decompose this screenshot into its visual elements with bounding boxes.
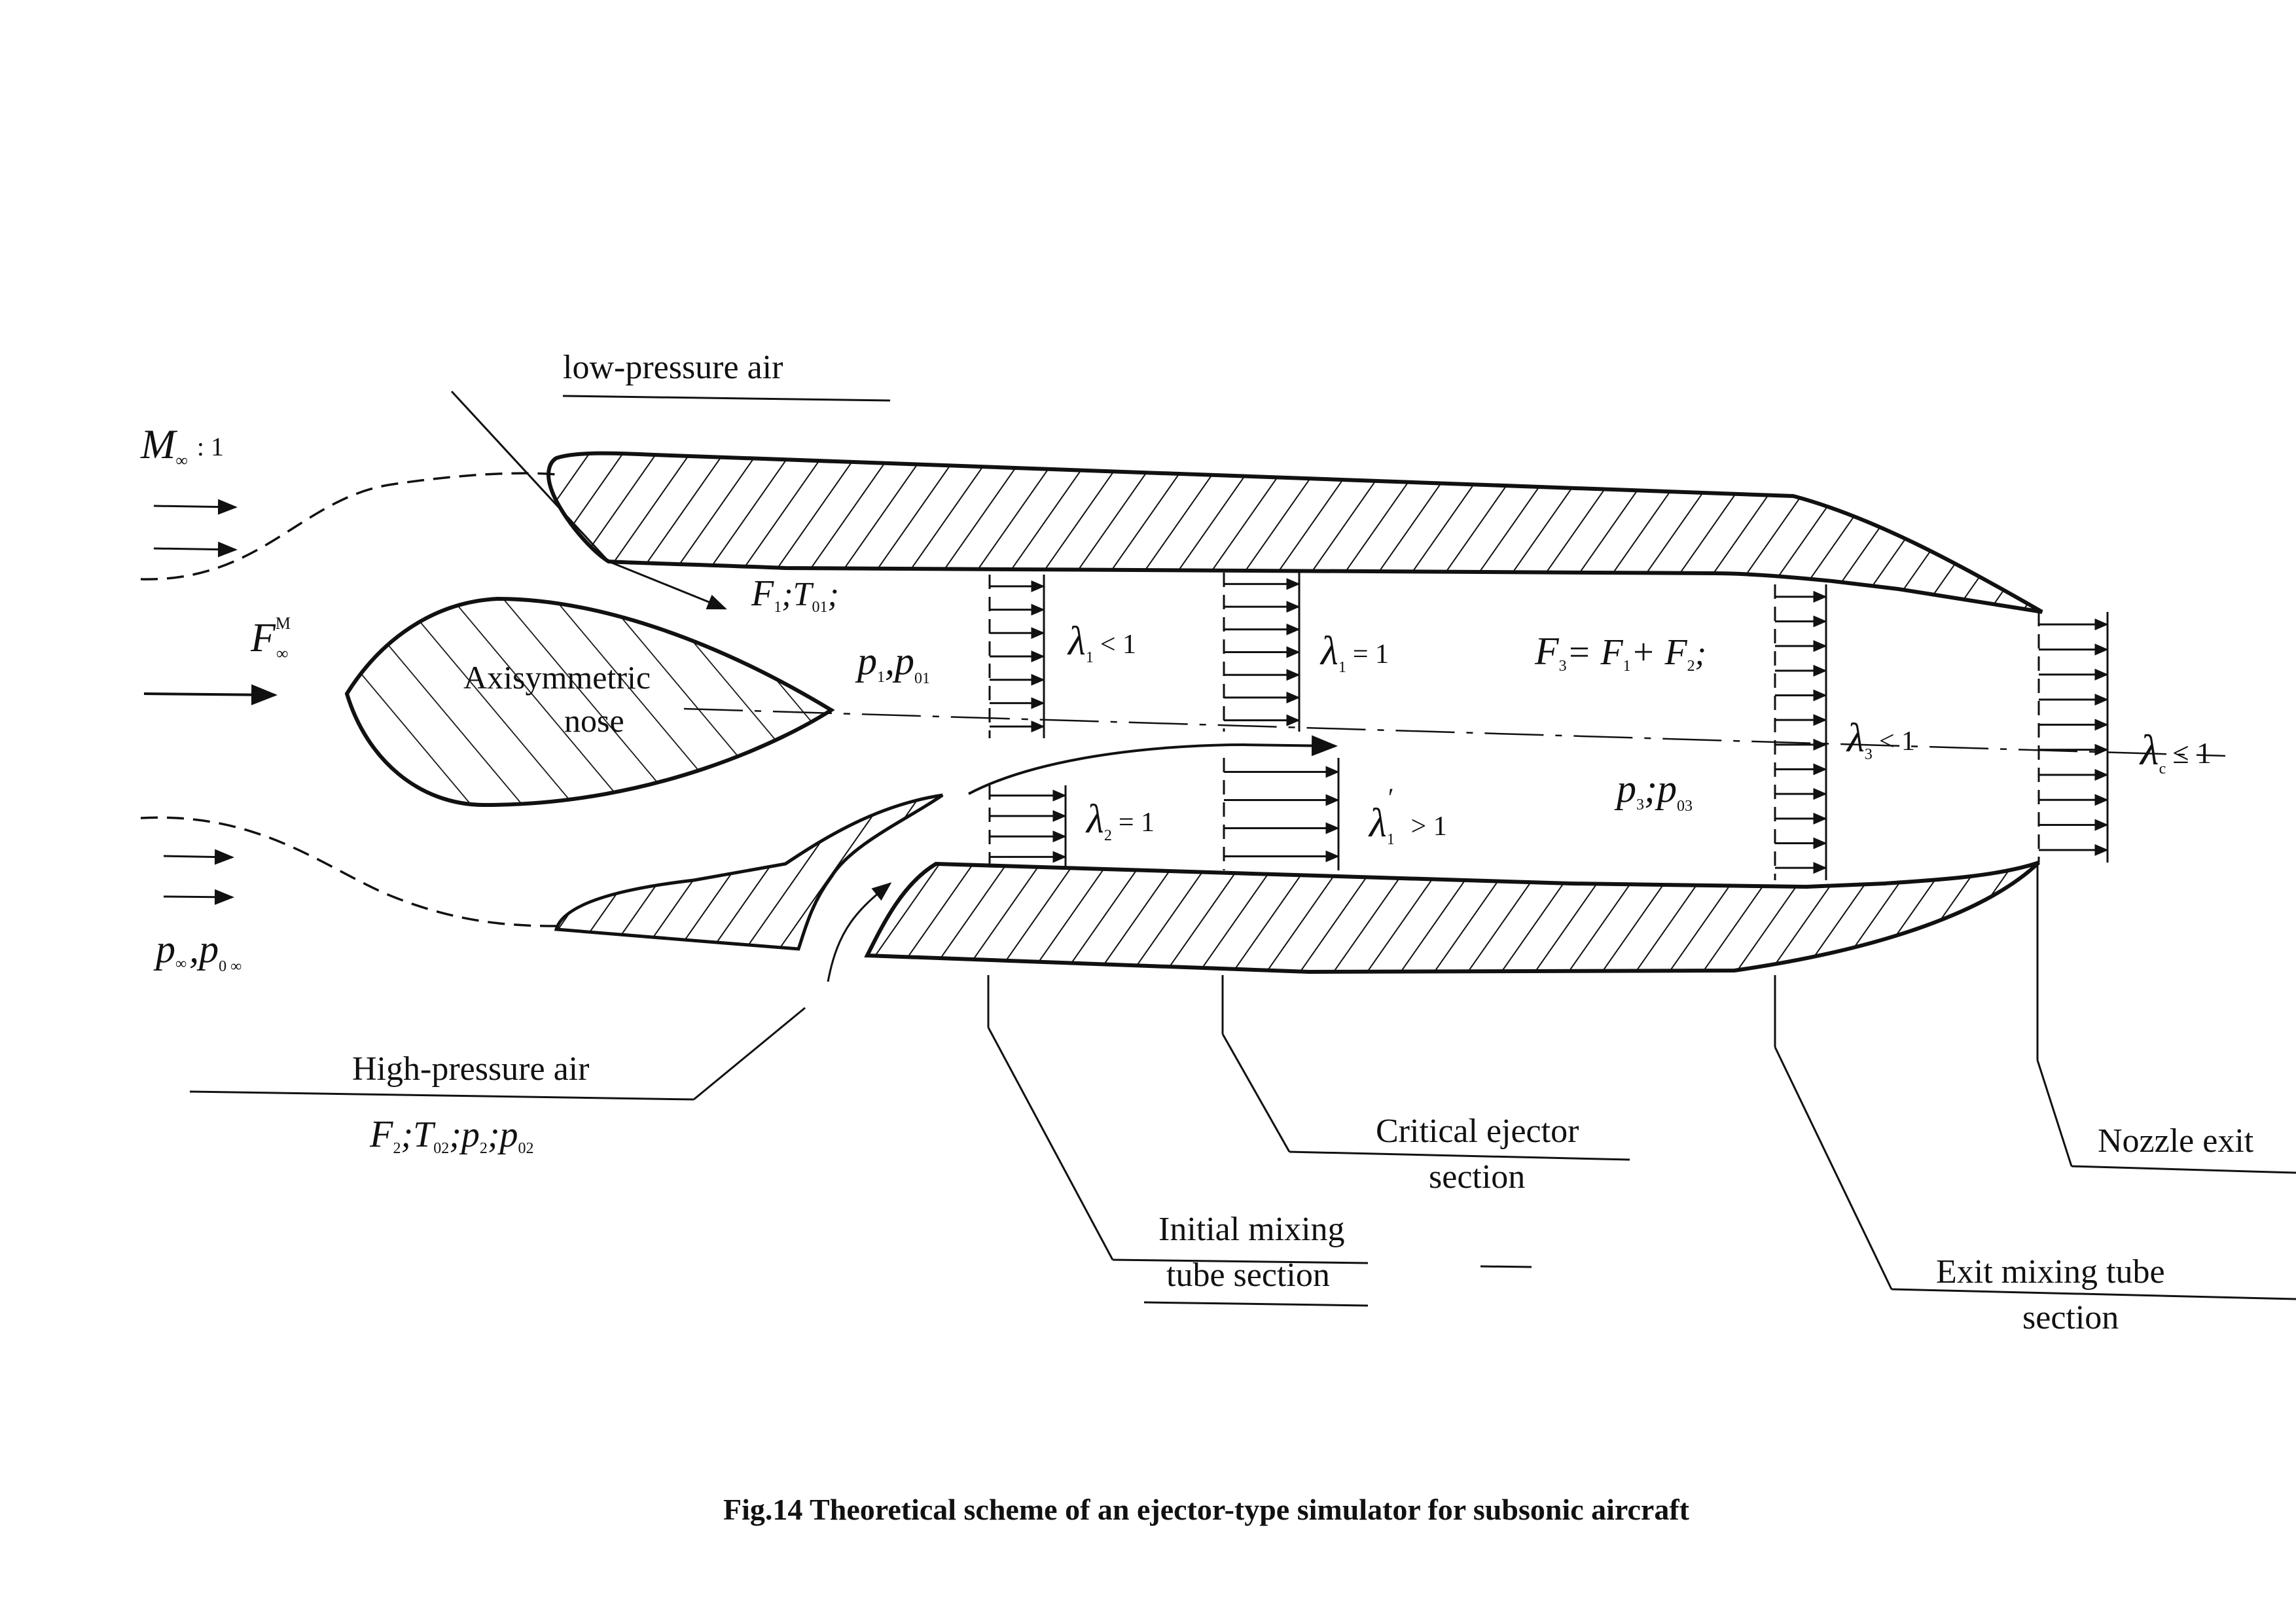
critical-ejector-label: Critical ejector <box>1376 1113 1579 1150</box>
low-pressure-air-label: low-pressure air <box>563 349 783 386</box>
velocity-profiles <box>988 573 2109 880</box>
f-inf-symbol: FM∞ <box>250 614 291 663</box>
lambda3-symbol: λ3< 1 <box>1846 716 1915 763</box>
mach-inf-symbol: M∞: 1 <box>140 421 224 470</box>
p-inf-symbol: p∞,p0 ∞ <box>153 927 242 975</box>
figure-caption: Fig.14 Theoretical scheme of an ejector-… <box>723 1493 1690 1526</box>
freestream-arrows <box>143 499 727 905</box>
profile-critical-upper <box>1223 573 1300 732</box>
lambda1-lt-symbol: λ1< 1 <box>1067 619 1136 666</box>
p1-p01-symbol: p1,p01 <box>855 639 930 687</box>
nose-label: nose <box>564 702 624 739</box>
streamline-upper <box>140 472 557 580</box>
axisymmetric-nose <box>344 596 835 808</box>
nozzle-exit-label: Nozzle exit <box>2098 1122 2254 1160</box>
streamline-lower <box>140 816 557 927</box>
high-pressure-symbols: F2;T02;p2;p02 <box>369 1113 534 1157</box>
upper-wall <box>547 451 2043 614</box>
lambda1-eq-symbol: λ1= 1 <box>1319 629 1389 676</box>
profile-initial-lower <box>988 785 1067 867</box>
lower-wall-front <box>554 793 944 951</box>
critical-ejector-label-2: section <box>1429 1158 1525 1196</box>
callout-leaders <box>189 390 2296 1307</box>
exit-mixing-label: Exit mixing tube <box>1936 1253 2165 1291</box>
initial-mixing-label: Initial mixing <box>1158 1211 1345 1248</box>
lower-wall-main <box>864 861 2041 974</box>
profile-initial-upper <box>988 575 1045 738</box>
f3-equation: F3= F1+ F2; <box>1534 630 1706 675</box>
lambda2-symbol: λ2= 1 <box>1085 797 1155 844</box>
axisymmetric-label: Axisymmetric <box>463 659 651 696</box>
hp-duct-curve <box>827 882 892 982</box>
profile-critical-lower <box>1223 758 1340 870</box>
initial-mixing-label-2: tube section <box>1166 1257 1330 1294</box>
lambda-c-symbol: λc≤ 1 <box>2139 726 2212 777</box>
lambda1-prime-symbol: λ1′> 1 <box>1368 783 1447 848</box>
centerline <box>683 707 2226 757</box>
exit-mixing-label-2: section <box>2022 1299 2119 1336</box>
f1-t01-symbol: F1;T01; <box>751 573 839 616</box>
profile-exit-mixing <box>1774 584 1827 880</box>
profile-nozzle-exit <box>2037 612 2109 863</box>
p3-p03-symbol: p3;p03 <box>1614 767 1693 815</box>
jet-boundary <box>968 735 1338 795</box>
high-pressure-air-label: High-pressure air <box>352 1050 589 1088</box>
